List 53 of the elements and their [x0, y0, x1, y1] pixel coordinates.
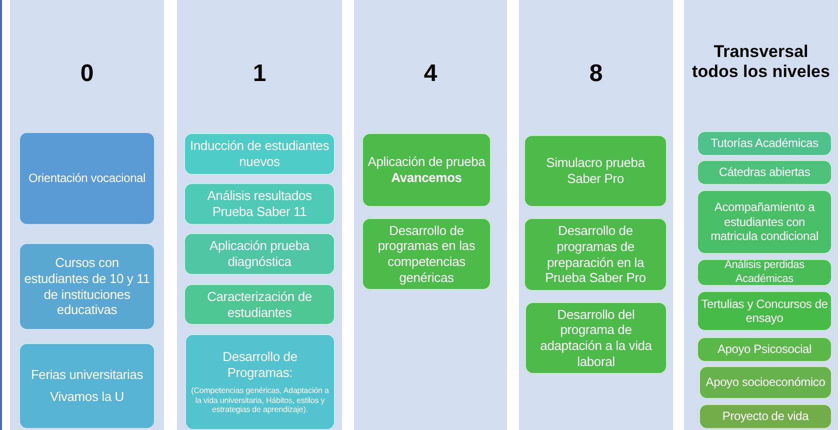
- activity-label: Cátedras abiertas: [718, 165, 810, 180]
- activity-label: Tutorías Académicas: [710, 136, 818, 151]
- level-heading: 4: [422, 60, 438, 89]
- activity-label: Proyecto de vida: [722, 409, 809, 424]
- activity-label: Ferias universitarias: [30, 367, 144, 383]
- activity-box: [184, 284, 335, 325]
- level-column: [684, 0, 838, 430]
- level-heading: 1: [252, 60, 268, 89]
- level-column: [10, 0, 164, 430]
- activity-box: [697, 160, 832, 185]
- activity-box: [697, 131, 832, 156]
- activity-box: [19, 343, 155, 429]
- activity-box: [697, 291, 832, 331]
- activity-box: [697, 337, 832, 362]
- activity-label: Caracterización de estudiantes: [206, 288, 313, 320]
- activity-box: [524, 135, 667, 207]
- activity-label: Simulacro prueba Saber Pro: [545, 155, 646, 187]
- activity-label: Desarrollo del programa de adaptación a la vida laboral: [539, 306, 653, 370]
- activity-label: Apoyo Psicosocial: [718, 342, 812, 357]
- activity-box: [19, 243, 155, 330]
- activity-label: Análisis resultados Prueba Saber 11: [206, 188, 313, 220]
- activity-label: Vivamos la U: [50, 389, 124, 405]
- activity-box: [525, 302, 667, 374]
- activity-label: Orientación vocacional: [28, 171, 146, 186]
- activity-box: [697, 259, 832, 286]
- level-heading: 8: [588, 60, 604, 89]
- activity-box: [184, 233, 335, 275]
- activity-note: (Competencias genéricas, Adaptación a la vida universitaria, Hábitos, estilos y estrategias de aprendizaje).: [190, 386, 330, 415]
- activity-label: Desarrollo de programas en las competencias genéricas: [376, 222, 476, 286]
- activity-box: [185, 334, 335, 430]
- level-heading: Transversal todos los niveles: [691, 42, 831, 83]
- activity-label: Tertulias y Concursos de ensayo: [701, 296, 828, 326]
- activity-label: Desarrollo de Programas:: [222, 349, 298, 380]
- activity-label: Análisis perdidas Académicas: [724, 259, 806, 286]
- activity-box: [19, 132, 155, 225]
- level-heading: 0: [79, 60, 95, 89]
- activity-box: [362, 133, 491, 207]
- activity-label: Aplicación de prueba Avancemos: [366, 154, 486, 186]
- activity-label: Cursos con estudiantes de 10 y 11 de instituciones educativas: [23, 255, 151, 318]
- activity-label: Desarrollo de programas de preparación en la Prueba Saber Pro: [544, 223, 647, 286]
- activity-box: [699, 404, 832, 429]
- activity-box: [697, 190, 832, 254]
- level-column: [519, 0, 673, 430]
- level-column: [354, 0, 507, 430]
- activity-label: Acompañamiento a estudiantes con matricula condicional: [710, 200, 820, 244]
- level-column: [177, 0, 342, 430]
- activity-label: Apoyo socioeconómico: [706, 375, 826, 390]
- activity-box: [699, 366, 832, 399]
- activity-box: [184, 183, 335, 225]
- activity-label: Aplicación prueba diagnóstica: [208, 238, 311, 270]
- activity-label: Inducción de estudiantes nuevos: [188, 138, 330, 170]
- activity-box: [524, 218, 667, 291]
- activity-box: [362, 218, 491, 290]
